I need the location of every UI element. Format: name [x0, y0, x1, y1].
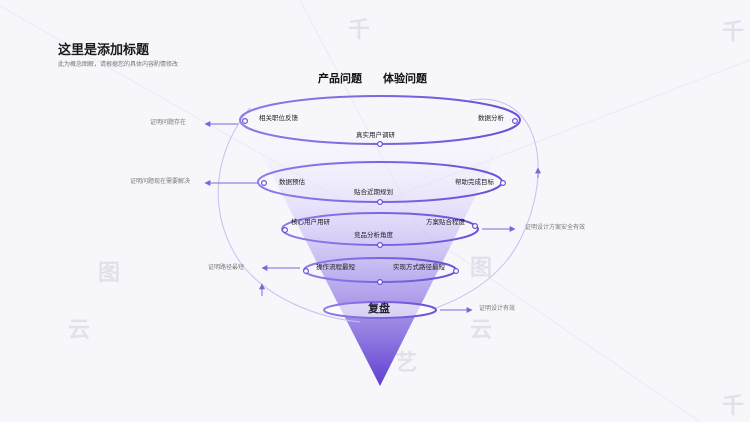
ring-1-right-label: 数据分析: [478, 114, 504, 122]
ring-2-left-label: 数据预估: [279, 178, 305, 186]
watermark-glyph: 云: [68, 318, 91, 343]
watermark-glyph: 艺: [395, 351, 418, 376]
ring-1-bottom-label: 真实用户调研: [356, 131, 395, 139]
ring-1-left-label: 相关职位反馈: [259, 114, 298, 122]
ring-2-right-label: 帮助完成目标: [455, 178, 494, 186]
watermark-glyph: 千: [722, 394, 745, 419]
ring-4-right-label: 实现方式路径最短: [393, 263, 445, 271]
swirl-curve-left: [217, 107, 361, 323]
side-label-3: 证明设计方案安全有效: [525, 224, 586, 231]
center-label-review: 复盘: [368, 302, 390, 315]
funnel-body: [240, 112, 518, 386]
watermark-glyph: 图: [98, 261, 121, 286]
ring-3-right-label: 方案贴合程度: [426, 218, 465, 226]
ring-2-bottom-label: 贴合近期规划: [354, 188, 393, 196]
page-subtitle: 此为概念图解，请根据您的具体内容酌情修改: [58, 61, 179, 68]
side-label-1: 证明问题存在: [150, 119, 187, 126]
side-label-2: 证明问题现在需要解决: [130, 178, 191, 185]
swirl-curve-right: [429, 98, 539, 311]
header-product: 产品问题: [318, 72, 362, 85]
ring-3-left-label: 核心用户用研: [291, 218, 330, 226]
ring-nodes: [242, 117, 518, 286]
ring-4-left-label: 操作流程最短: [316, 263, 355, 271]
page-title: 这里是添加标题: [58, 43, 150, 58]
watermark-glyph: 千: [722, 20, 745, 45]
side-label-4: 证明路径最短: [208, 264, 245, 271]
ring-5: [323, 301, 437, 319]
watermark-glyph: 千: [348, 18, 371, 43]
header-experience: 体验问题: [383, 72, 427, 85]
ring-3-bottom-label: 竞品分析角度: [354, 231, 393, 239]
watermark-glyph: 图: [470, 256, 493, 281]
watermark-glyph: 云: [470, 318, 493, 343]
side-label-5: 证明设计有效: [479, 305, 516, 312]
